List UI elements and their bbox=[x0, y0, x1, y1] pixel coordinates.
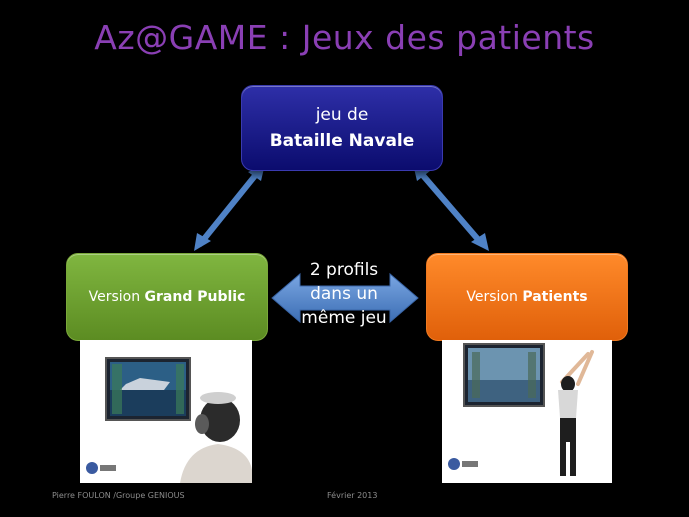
top-box-line2: Bataille Navale bbox=[269, 131, 415, 151]
box-version-patients: Version Patients bbox=[426, 253, 628, 341]
top-box-line1: jeu de bbox=[315, 105, 369, 125]
center-line1: 2 profils bbox=[309, 260, 379, 280]
photo-patients bbox=[442, 340, 612, 483]
arrow-left-diagonal bbox=[194, 164, 265, 251]
right-box-prefix: Version bbox=[466, 289, 523, 305]
left-box-bold: Grand Public bbox=[144, 289, 246, 305]
right-box-bold: Patients bbox=[522, 289, 588, 305]
arrow-horizontal bbox=[271, 272, 419, 324]
center-caption: 2 profils dans un même jeu bbox=[285, 258, 403, 330]
slide-title: Az@GAME : Jeux des patients bbox=[94, 18, 595, 57]
center-line3: même jeu bbox=[301, 308, 387, 328]
footer-author: Pierre FOULON /Groupe GENIOUS bbox=[52, 491, 185, 500]
patients-illustration bbox=[442, 340, 612, 483]
photo-grand-public bbox=[80, 340, 252, 483]
footer-date: Février 2013 bbox=[327, 491, 378, 500]
arrow-right-diagonal bbox=[413, 164, 489, 251]
right-box-label: Version Patients bbox=[466, 289, 587, 305]
left-box-prefix: Version bbox=[88, 289, 145, 305]
left-box-label: Version Grand Public bbox=[89, 289, 246, 305]
box-version-grand-public: Version Grand Public bbox=[66, 253, 268, 341]
box-bataille-navale: jeu de Bataille Navale bbox=[241, 85, 443, 171]
center-line2: dans un bbox=[310, 284, 378, 304]
grand-public-illustration bbox=[80, 340, 252, 483]
